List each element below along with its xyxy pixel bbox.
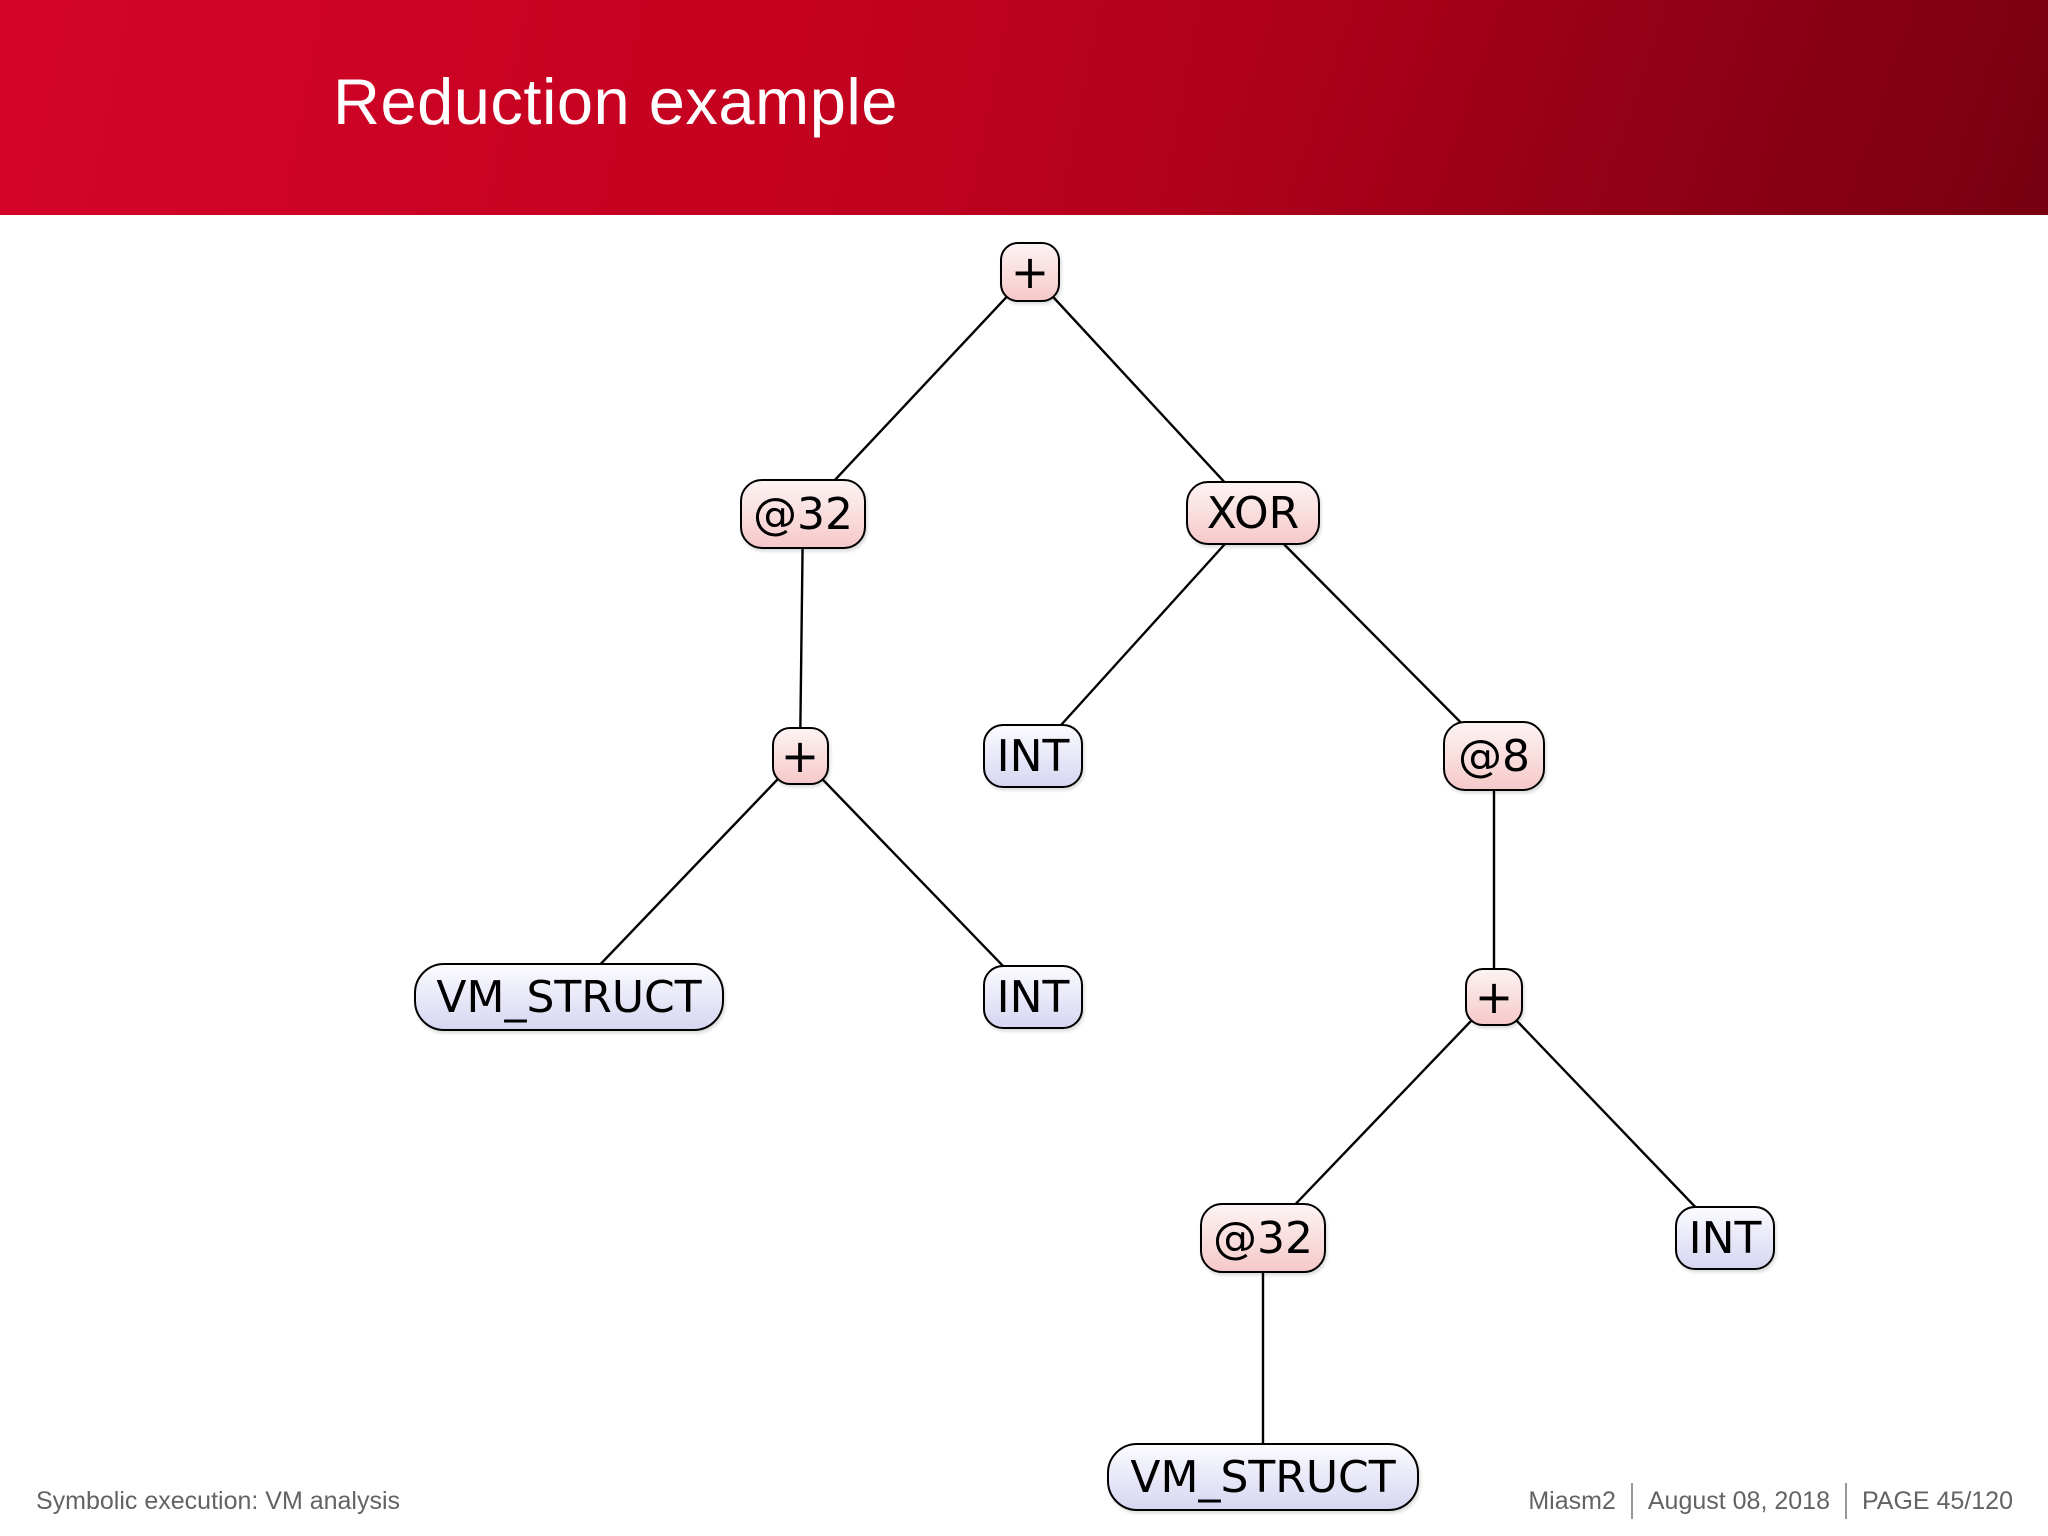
tree-node-at8: @8 [1443, 721, 1545, 791]
footer-separator [1630, 1483, 1633, 1519]
header-banner [0, 0, 2048, 215]
tree-edge-xor-int-mid [1032, 512, 1254, 757]
footer-section-title: Symbolic execution: VM analysis [36, 1487, 401, 1515]
tree-node-at32-right: @32 [1200, 1203, 1326, 1273]
footer-date: August 08, 2018 [1647, 1486, 1830, 1515]
tree-edge-at32-left-plus-left [798, 513, 805, 757]
tree-edge-plus-right-int-right [1493, 996, 1726, 1239]
tree-edge-xor-at8 [1252, 512, 1495, 757]
tree-edge-plus-left-vmstruct-left [568, 755, 801, 998]
slide-title: Reduction example [333, 65, 898, 138]
footer-page-number: PAGE 45/120 [1861, 1486, 2013, 1515]
tree-edge-plus-root-at32-left [802, 271, 1031, 515]
tree-node-plus-right: + [1465, 968, 1523, 1026]
tree-node-int-right: INT [1675, 1206, 1775, 1270]
tree-node-int-mid: INT [983, 724, 1083, 788]
tree-node-int-left: INT [983, 965, 1083, 1029]
tree-node-plus-left: + [771, 727, 829, 785]
tree-node-plus-root: + [1000, 242, 1060, 302]
tree-node-vmstruct-bottom: VM_STRUCT [1107, 1443, 1419, 1511]
tree-edge-plus-left-int-left [799, 755, 1034, 998]
footer-meta: Miasm2 August 08, 2018 PAGE 45/120 [1528, 1483, 2013, 1519]
tree-node-vmstruct-left: VM_STRUCT [414, 963, 724, 1031]
tree-node-at32-left: @32 [740, 479, 866, 549]
footer-project-name: Miasm2 [1528, 1486, 1616, 1515]
tree-node-xor: XOR [1186, 481, 1320, 545]
tree-edge-plus-right-at32-right [1262, 996, 1495, 1239]
footer-separator [1844, 1483, 1847, 1519]
tree-edge-plus-root-xor [1029, 271, 1254, 514]
